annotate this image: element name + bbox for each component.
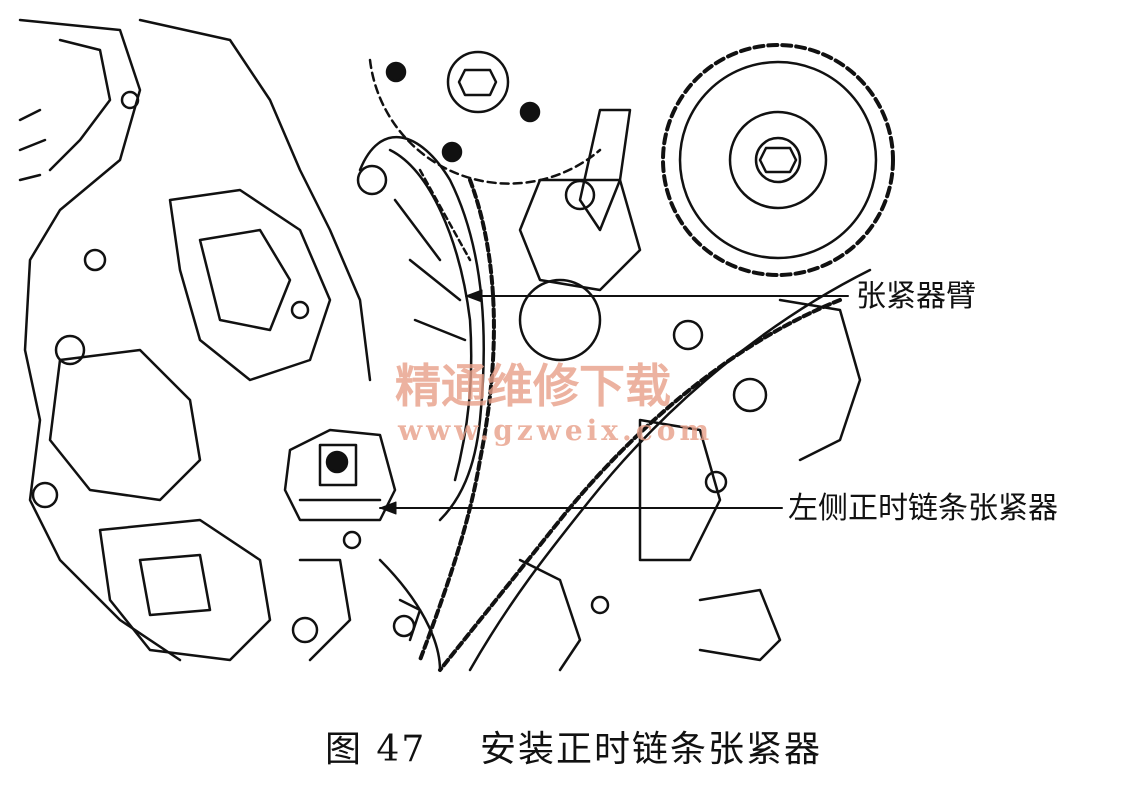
figure-number: 图 47 (324, 729, 427, 770)
tensioner-arm-arrowhead (465, 289, 483, 303)
figure-title: 安装正时链条张紧器 (480, 729, 823, 770)
lower-engine-details (378, 558, 582, 672)
watermark-url: www.gzweix.com (397, 414, 713, 447)
watermark: 精通维修下载 www.gzweix.com (395, 359, 713, 447)
chain-guide (518, 108, 862, 662)
engine-cover-outline (18, 18, 372, 662)
left-tensioner-arrowhead (379, 501, 397, 515)
tensioner-arm (356, 135, 485, 522)
left-camshaft-sprocket (368, 50, 602, 185)
left-timing-chain-tensioner (283, 428, 397, 550)
tensioner-arm-label: 张紧器臂 (856, 279, 976, 314)
watermark-text: 精通维修下载 (395, 359, 671, 413)
figure-caption: 图 47 安装正时链条张紧器 (0, 720, 1147, 770)
right-camshaft-sprocket (661, 43, 895, 277)
left-tensioner-label: 左侧正时链条张紧器 (788, 491, 1058, 526)
timing-chain (418, 178, 872, 672)
